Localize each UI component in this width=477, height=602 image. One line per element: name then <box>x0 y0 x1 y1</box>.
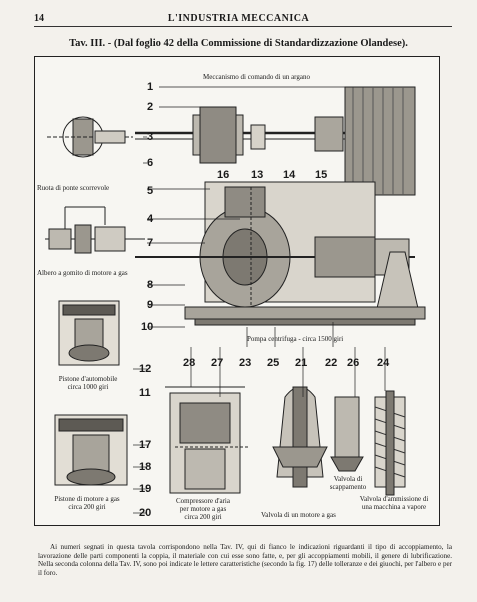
crankshaft-drawing <box>45 206 145 254</box>
compressor-drawing <box>165 386 250 494</box>
label-auto-piston-line1: Pistone d'automobile <box>58 375 118 383</box>
ref-number-2: 2 <box>147 101 154 113</box>
gas-piston-drawing <box>54 414 128 486</box>
ref-number-1: 1 <box>147 81 154 93</box>
ref-number-26: 26 <box>347 357 360 369</box>
winch-drawing <box>135 86 416 196</box>
label-gas-piston-line1: Pistone di motore a gas <box>54 495 120 503</box>
ref-number-27: 27 <box>211 357 224 369</box>
label-gas-valve: Valvola di un motore a gas <box>261 511 336 519</box>
auto-piston-drawing <box>58 300 120 366</box>
ref-number-13: 13 <box>251 169 264 181</box>
ref-number-12: 12 <box>139 363 152 375</box>
label-compressor-line3: circa 200 giri <box>184 513 222 521</box>
label-gas-piston: Pistone di motore a gas circa 200 giri <box>39 495 135 511</box>
ref-number-18: 18 <box>139 461 152 473</box>
header-rule <box>34 26 452 27</box>
machine-drawings <box>45 86 426 514</box>
ref-number-8: 8 <box>147 279 154 291</box>
centrifugal-pump-drawing <box>135 181 426 326</box>
page-number: 14 <box>34 13 44 24</box>
leader-lines <box>133 86 386 514</box>
plate-title: Tav. III. - (Dal foglio 42 della Commiss… <box>69 38 408 49</box>
ref-number-5: 5 <box>147 185 154 197</box>
ref-number-22: 22 <box>325 357 338 369</box>
trolley-wheel-drawing <box>47 116 133 158</box>
label-auto-piston-line2: circa 1000 giri <box>67 383 109 391</box>
label-crankshaft: Albero a gomito di motore a gas <box>37 269 128 277</box>
ref-number-4: 4 <box>147 213 154 225</box>
ref-number-14: 14 <box>283 169 296 181</box>
steam-valve-drawing <box>374 390 406 496</box>
ref-number-20: 20 <box>139 507 152 519</box>
plate-caption: Ai numeri segnati in questa tavola corri… <box>38 543 452 577</box>
engineering-plate: Meccanismo di comando di un argano Ruota… <box>34 56 440 526</box>
ref-number-10: 10 <box>141 321 154 333</box>
gas-valve-drawing <box>272 386 328 488</box>
running-title: L'INDUSTRIA MECCANICA <box>167 13 310 24</box>
label-exhaust-valve-line2: scappamento <box>329 483 367 491</box>
ref-number-24: 24 <box>377 357 390 369</box>
label-steam-valve-line1: Valvola d'ammissione di <box>359 495 429 503</box>
label-steam-valve: Valvola d'ammissione di una macchina a v… <box>351 495 437 511</box>
label-winch: Meccanismo di comando di un argano <box>203 73 310 81</box>
exhaust-valve-drawing <box>330 396 364 472</box>
ref-number-7: 7 <box>147 237 154 249</box>
page-header: 14 L'INDUSTRIA MECCANICA <box>0 0 477 30</box>
ref-number-16: 16 <box>217 169 230 181</box>
label-auto-piston: Pistone d'automobile circa 1000 giri <box>43 375 133 391</box>
ref-number-28: 28 <box>183 357 196 369</box>
label-gas-piston-line2: circa 200 giri <box>68 503 106 511</box>
label-steam-valve-line2: una macchina a vapore <box>361 503 427 511</box>
label-compressor-line1: Compressore d'aria <box>176 497 230 505</box>
label-compressor-line2: per motore a gas <box>179 505 227 513</box>
label-exhaust-valve-line1: Valvola di <box>333 475 363 483</box>
ref-number-23: 23 <box>239 357 252 369</box>
ref-number-15: 15 <box>315 169 328 181</box>
ref-number-21: 21 <box>295 357 308 369</box>
ref-number-6: 6 <box>147 157 154 169</box>
ref-number-3: 3 <box>147 131 154 143</box>
ref-number-19: 19 <box>139 483 152 495</box>
label-exhaust-valve: Valvola di scappamento <box>323 475 373 491</box>
ref-number-9: 9 <box>147 299 154 311</box>
label-trolley-wheel: Ruota di ponte scorrevole <box>37 184 110 192</box>
ref-number-25: 25 <box>267 357 280 369</box>
ref-number-11: 11 <box>139 387 151 399</box>
ref-number-17: 17 <box>139 439 152 451</box>
label-pump: Pompa centrifuga - circa 1500 giri <box>247 335 344 343</box>
label-compressor: Compressore d'aria per motore a gas circ… <box>161 497 245 521</box>
